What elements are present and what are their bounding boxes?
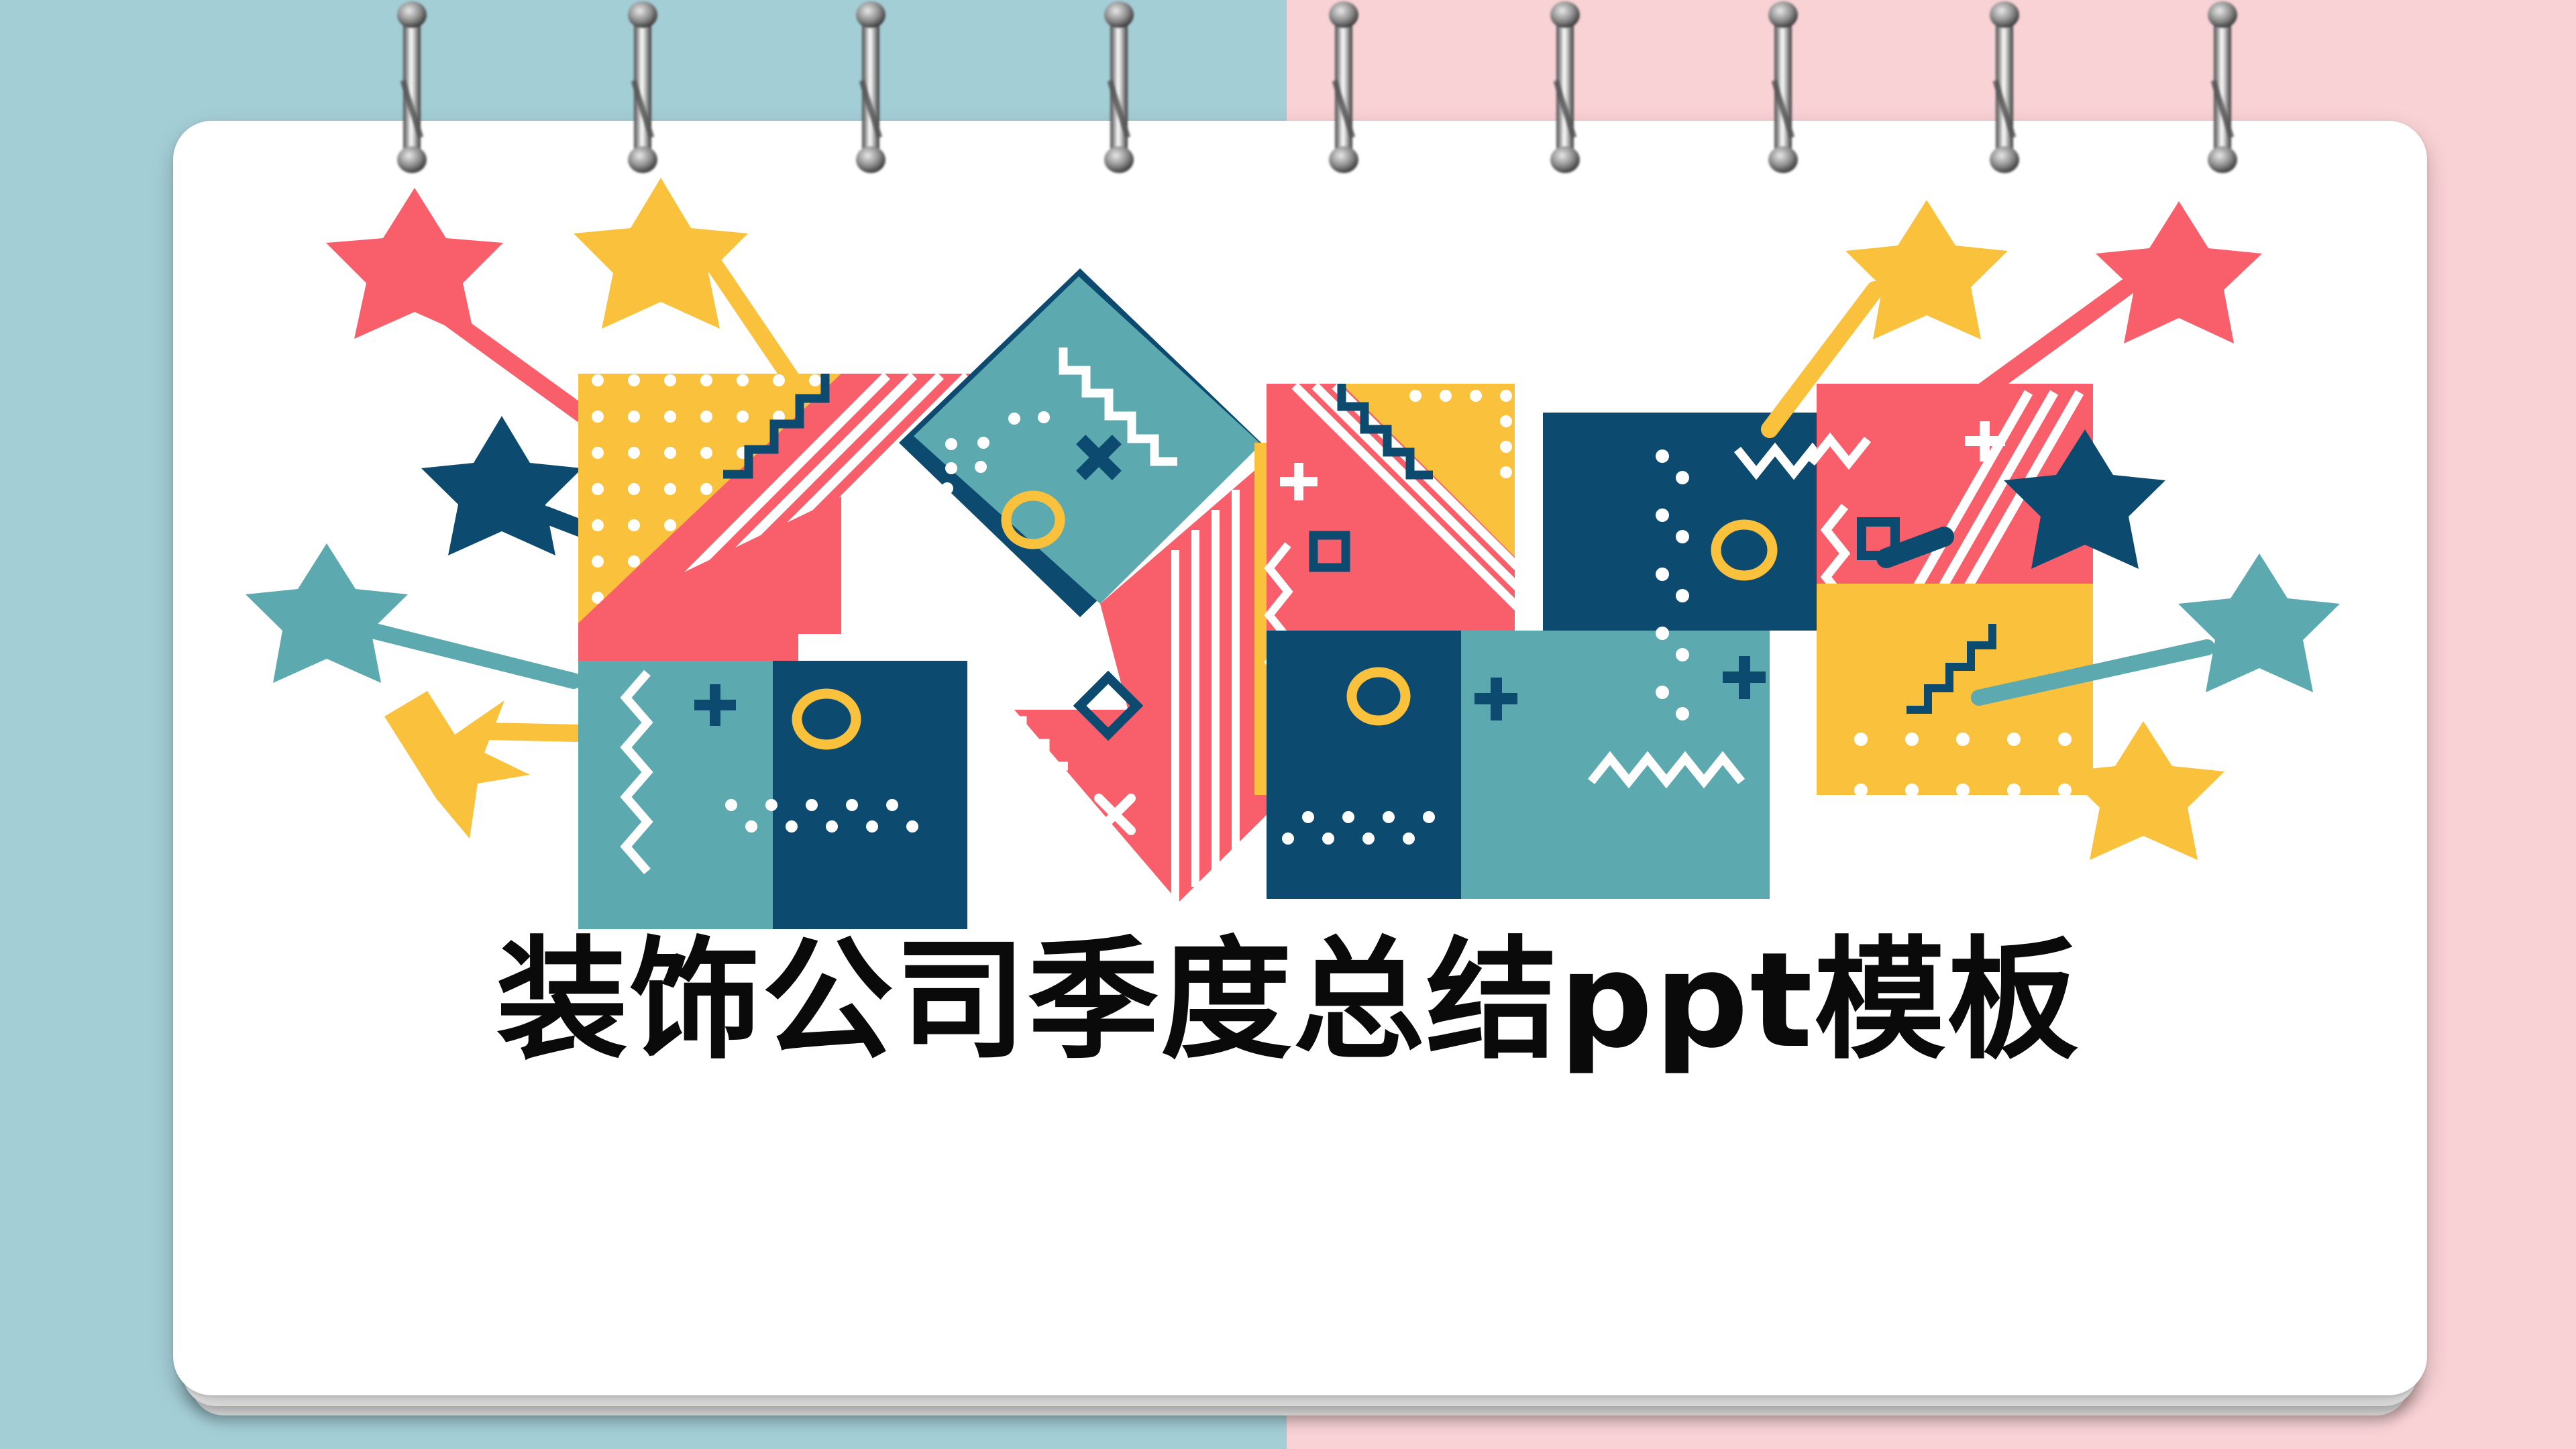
page-title: 装饰公司季度总结ppt模板 [496, 924, 2080, 1077]
notepad-card [173, 121, 2427, 1395]
notepad-card-stack [173, 121, 2427, 1415]
